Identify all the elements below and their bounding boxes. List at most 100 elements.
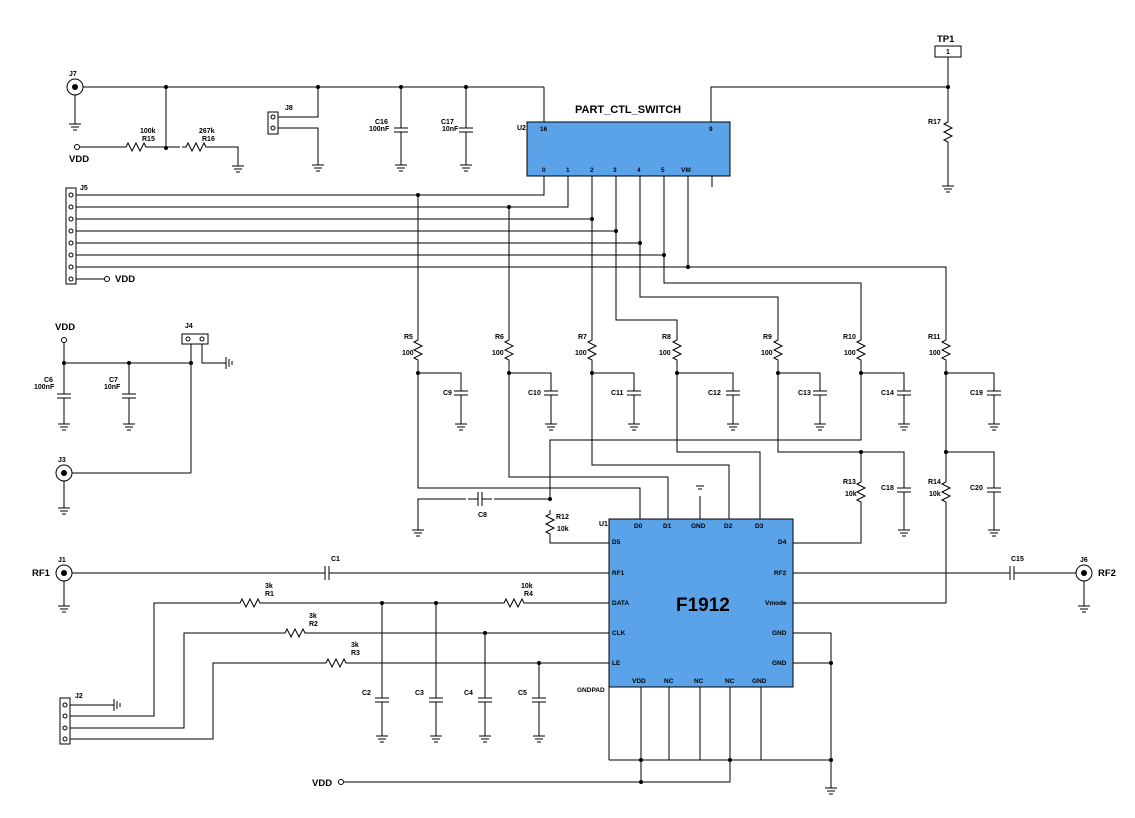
c6-value: 100nF bbox=[34, 384, 55, 391]
r4-resistor bbox=[499, 598, 529, 608]
r17-resistor bbox=[943, 117, 953, 147]
c12-ref: C12 bbox=[708, 390, 721, 397]
c13-capacitor bbox=[812, 380, 828, 406]
u2-pin-vm: VM bbox=[681, 167, 691, 174]
j6-rf-connector bbox=[1075, 564, 1093, 613]
vdd-terminal-r15 bbox=[74, 144, 80, 150]
r6-resistor bbox=[504, 335, 514, 365]
u1-pin-nc3: NC bbox=[725, 678, 735, 685]
r9-resistor bbox=[773, 335, 783, 365]
r13-value: 10k bbox=[845, 491, 857, 498]
vdd-terminal-j5 bbox=[104, 276, 110, 282]
j3-label: J3 bbox=[58, 457, 66, 464]
u1-pin-data: DATA bbox=[612, 600, 629, 607]
r6-ref: R6 bbox=[495, 334, 504, 341]
u2-pin-0: 0 bbox=[542, 167, 546, 174]
c1-ref: C1 bbox=[331, 556, 340, 563]
u1-pin-gnd-r1: GND bbox=[772, 630, 787, 637]
c5-ref: C5 bbox=[518, 690, 527, 697]
r6-value: 100 bbox=[492, 350, 504, 357]
c11-ref: C11 bbox=[611, 390, 624, 397]
c7-ref: C7 bbox=[109, 377, 118, 384]
r4-ref: R4 bbox=[524, 591, 533, 598]
r4-value: 10k bbox=[521, 583, 533, 590]
r12-ref: R12 bbox=[556, 514, 569, 521]
c1-capacitor bbox=[314, 565, 340, 581]
c12-capacitor bbox=[725, 380, 741, 406]
u1-pin-vdd: VDD bbox=[632, 678, 646, 685]
r11-value: 100 bbox=[929, 350, 941, 357]
c11-capacitor bbox=[626, 380, 642, 406]
r1-resistor bbox=[235, 598, 265, 608]
c16-capacitor bbox=[393, 117, 409, 143]
j3-connector bbox=[55, 464, 73, 515]
c18-ref: C18 bbox=[881, 485, 894, 492]
c10-ref: C10 bbox=[528, 390, 541, 397]
u2-pin-9: 9 bbox=[709, 126, 713, 133]
r2-ref: R2 bbox=[309, 621, 318, 628]
r11-resistor bbox=[941, 335, 951, 365]
u2-pin-2: 2 bbox=[590, 167, 594, 174]
u1-chip-name: F1912 bbox=[676, 595, 730, 616]
u1-pin-nc2: NC bbox=[694, 678, 704, 685]
c17-ref: C17 bbox=[441, 119, 454, 126]
u1-pin-rf2: RF2 bbox=[774, 570, 787, 577]
c8-capacitor bbox=[467, 491, 493, 507]
vdd-terminal-u1 bbox=[338, 779, 344, 785]
u1-pin-rf1: RF1 bbox=[612, 570, 625, 577]
r5-value: 100 bbox=[402, 350, 414, 357]
j4-label: J4 bbox=[185, 323, 193, 330]
c16-ref: C16 bbox=[375, 119, 388, 126]
r15-value: 100k bbox=[140, 128, 156, 135]
vdd-terminal-left bbox=[61, 337, 67, 343]
c20-capacitor bbox=[986, 477, 1002, 503]
c10-capacitor bbox=[543, 380, 559, 406]
c17-capacitor bbox=[458, 117, 474, 143]
r1-value: 3k bbox=[265, 583, 273, 590]
r3-ref: R3 bbox=[351, 650, 360, 657]
r14-resistor bbox=[941, 477, 951, 507]
c3-ref: C3 bbox=[415, 690, 424, 697]
u2-pin-5: 5 bbox=[661, 167, 665, 174]
c16-value: 100nF bbox=[369, 126, 390, 133]
c13-ref: C13 bbox=[798, 390, 811, 397]
j7-label: J7 bbox=[69, 71, 77, 78]
j6-label: J6 bbox=[1080, 557, 1088, 564]
vdd-net-label-2: VDD bbox=[115, 274, 135, 285]
u1-pin-gnd-r2: GND bbox=[772, 660, 787, 667]
u1-pin-vmode: Vmode bbox=[765, 600, 787, 607]
r3-resistor bbox=[321, 658, 351, 668]
c19-ref: C19 bbox=[970, 390, 983, 397]
r1-ref: R1 bbox=[265, 591, 274, 598]
r13-ref: R13 bbox=[843, 479, 856, 486]
j2-label: J2 bbox=[75, 693, 83, 700]
c14-ref: C14 bbox=[881, 390, 894, 397]
r11-ref: R11 bbox=[928, 334, 941, 341]
r10-ref: R10 bbox=[843, 334, 856, 341]
c9-capacitor bbox=[453, 380, 469, 406]
vdd-net-label-1: VDD bbox=[69, 154, 89, 165]
c14-capacitor bbox=[896, 380, 912, 406]
c15-capacitor bbox=[999, 565, 1025, 581]
j1-rf-connector bbox=[55, 564, 73, 613]
u2-pin-4: 4 bbox=[637, 167, 641, 174]
r15-ref: R15 bbox=[142, 136, 155, 143]
r14-ref: R14 bbox=[928, 479, 941, 486]
j1-label: J1 bbox=[58, 557, 66, 564]
r2-value: 3k bbox=[309, 613, 317, 620]
u1-ref-label: U1 bbox=[599, 521, 608, 528]
u1-pin-d0: D0 bbox=[634, 523, 643, 530]
c9-ref: C9 bbox=[443, 390, 452, 397]
c2-ref: C2 bbox=[362, 690, 371, 697]
c3-capacitor bbox=[428, 687, 444, 713]
c6-capacitor bbox=[56, 383, 72, 409]
r8-value: 100 bbox=[659, 350, 671, 357]
vdd-net-label-4: VDD bbox=[312, 778, 332, 789]
r10-value: 100 bbox=[844, 350, 856, 357]
r7-resistor bbox=[587, 335, 597, 365]
c7-capacitor bbox=[121, 383, 137, 409]
rf1-net-label: RF1 bbox=[32, 568, 51, 579]
c7-value: 10nF bbox=[104, 384, 121, 391]
r15-resistor bbox=[121, 142, 151, 152]
